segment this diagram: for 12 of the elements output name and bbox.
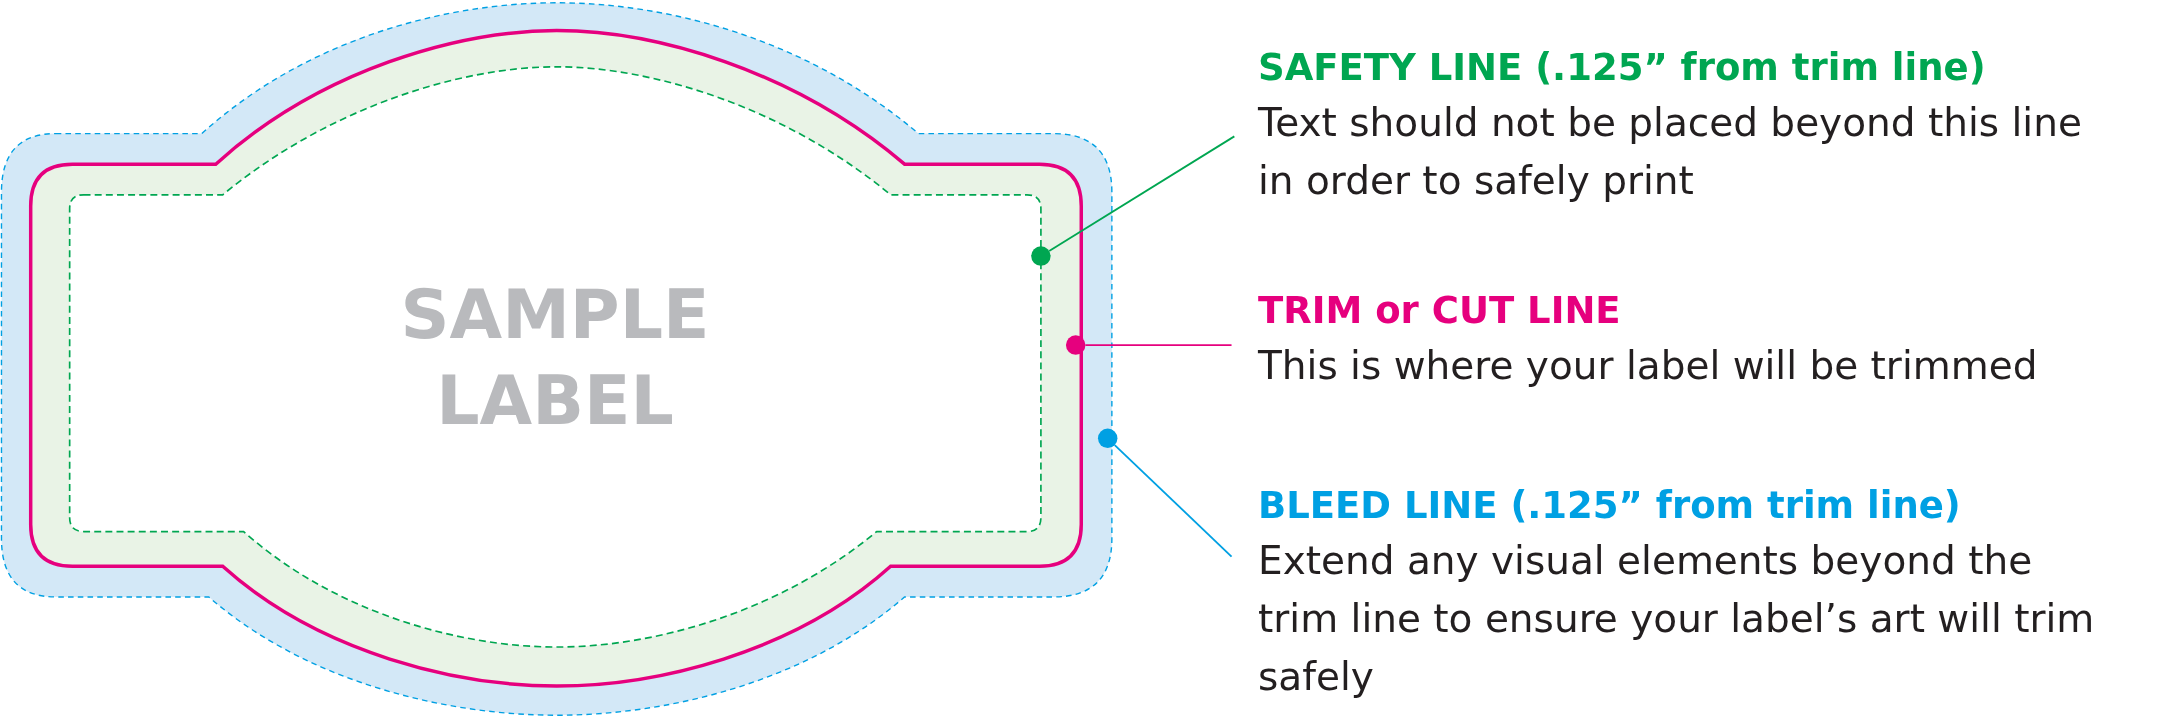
callout-text: This is where your label will be trimmed [1258, 342, 2039, 390]
marker-dot [1065, 335, 1086, 355]
marker-dot [1031, 246, 1051, 266]
callout-text: Extend any visual elements beyond the trim line to ensure your label’s art will trim safely [1258, 537, 2096, 701]
leader-line [1048, 135, 1236, 252]
marker-dot [1097, 428, 1118, 449]
callout-heading: SAFETY LINE (.125” from trim line) [1258, 45, 1987, 91]
callout-heading: TRIM or CUT LINE [1258, 288, 1622, 334]
leader-line [1084, 344, 1233, 346]
callout-heading: BLEED LINE (.125” from trim line) [1258, 483, 1962, 529]
callout-text: Text should not be placed beyond this line in order to safely print [1258, 99, 2083, 205]
watermark-text: SAMPLE LABEL [399, 274, 711, 442]
